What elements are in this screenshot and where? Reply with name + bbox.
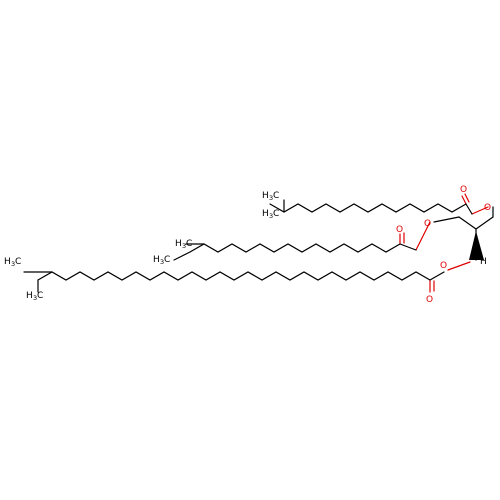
wedge-bond — [469, 231, 484, 260]
svg-text:3: 3 — [269, 194, 273, 202]
svg-text:C: C — [15, 257, 21, 267]
svg-text:H: H — [175, 239, 182, 249]
svg-text:3: 3 — [269, 212, 273, 220]
svg-text:H: H — [153, 255, 160, 265]
svg-text:C: C — [273, 209, 279, 219]
svg-text:C: C — [273, 191, 279, 201]
ester-top — [269, 193, 494, 218]
methyl-group: H 3 C — [4, 257, 21, 268]
svg-text:C: C — [37, 291, 43, 301]
svg-text:H: H — [4, 257, 11, 267]
methyl-group: H 3 C — [262, 191, 279, 202]
svg-text:3: 3 — [182, 242, 186, 250]
oxygen-label: O — [484, 203, 491, 213]
ester-bottom — [23, 261, 471, 293]
atom-labels: O O O O O O H H 3 C H 3 C H 3 C H 3 C H … — [4, 185, 491, 305]
svg-text:H: H — [262, 209, 269, 219]
methyl-group: H 3 C — [26, 291, 43, 302]
svg-text:3: 3 — [160, 258, 164, 266]
oxygen-label: O — [396, 225, 403, 235]
oxygen-label: O — [440, 261, 447, 271]
methyl-group: H 3 C — [262, 209, 279, 220]
methyl-group: H 3 C — [153, 255, 170, 266]
ester-middle — [173, 221, 431, 261]
svg-text:C: C — [164, 255, 170, 265]
svg-text:3: 3 — [11, 260, 15, 268]
svg-text:H: H — [262, 191, 269, 201]
glycerol-backbone — [433, 216, 494, 261]
svg-text:C: C — [186, 239, 192, 249]
hydrogen-label: H — [480, 257, 487, 267]
oxygen-label: O — [426, 295, 433, 305]
oxygen-label: O — [424, 219, 431, 229]
methyl-group: H 3 C — [175, 239, 192, 250]
svg-text:H: H — [26, 291, 33, 301]
svg-text:3: 3 — [33, 294, 37, 302]
oxygen-label: O — [460, 185, 467, 195]
